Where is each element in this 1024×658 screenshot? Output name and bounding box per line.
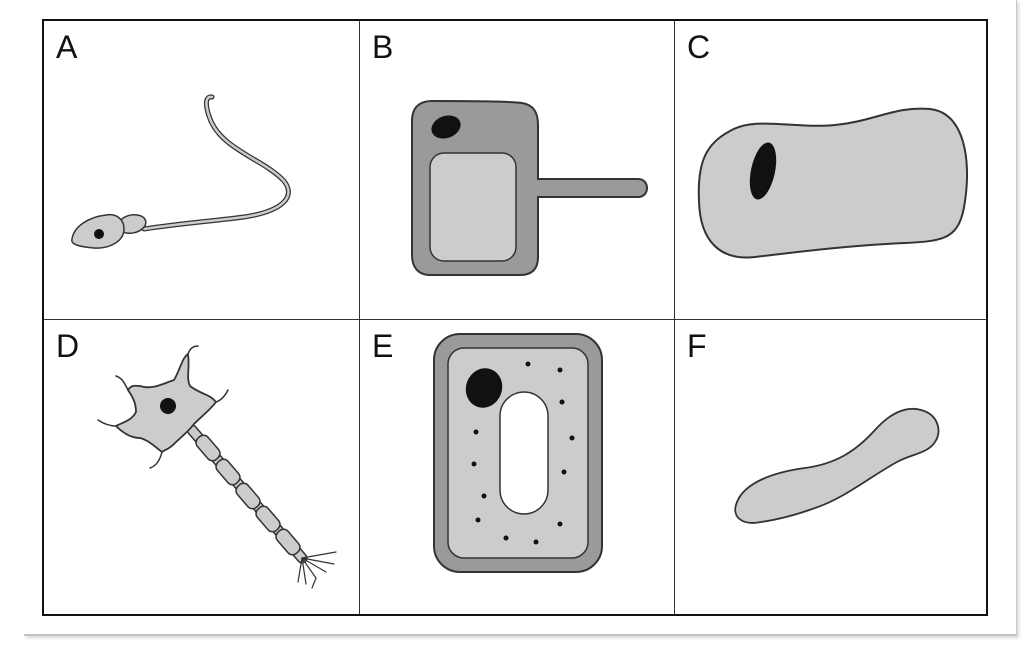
red-blood-cell-icon — [734, 408, 940, 524]
plant-cell-icon — [433, 333, 603, 573]
cell-label-e: E — [372, 328, 394, 364]
cell-label-f: F — [687, 328, 707, 364]
cell-label-a: A — [56, 29, 78, 65]
sperm-cell-icon — [71, 94, 291, 249]
cell-panel-b: B — [360, 21, 675, 320]
cell-label-c: C — [687, 29, 711, 65]
cell-panel-d: D — [44, 320, 360, 614]
cell-diagram-grid: A B C D — [42, 19, 988, 616]
cell-panel-e: E — [360, 320, 675, 614]
cell-label-b: B — [372, 29, 394, 65]
cell-panel-f: F — [675, 320, 986, 614]
nerve-cell-icon — [97, 345, 337, 589]
cell-label-d: D — [56, 328, 80, 364]
cell-panel-a: A — [44, 21, 360, 320]
root-hair-cell-icon — [411, 99, 648, 276]
cell-panel-c: C — [675, 21, 986, 320]
muscle-cell-icon — [697, 107, 968, 259]
